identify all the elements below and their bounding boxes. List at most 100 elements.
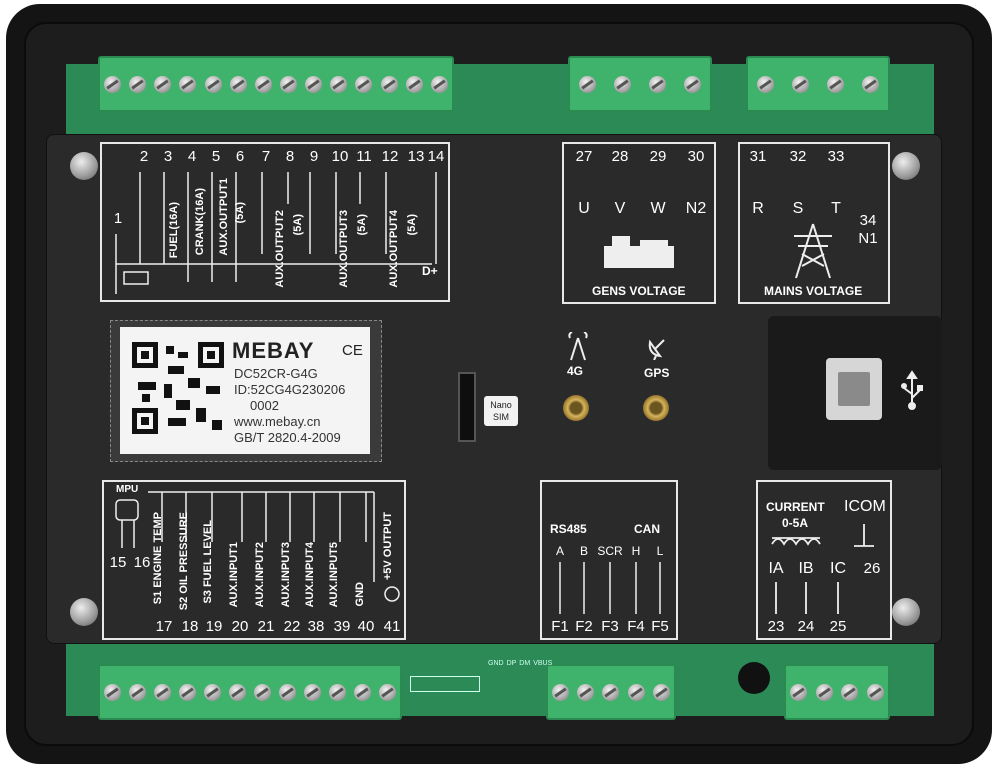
terminal-number: 14 (427, 148, 445, 165)
dplus-label: D+ (422, 264, 438, 278)
corner-screw-icon (70, 598, 98, 626)
terminal-number: 32 (789, 148, 807, 165)
terminal-number: 9 (309, 148, 319, 165)
output-label: AUX.OUTPUT3 (338, 210, 350, 288)
buzzer (738, 662, 770, 694)
terminal-number: 12 (381, 148, 399, 165)
terminal-number: 23 (767, 618, 785, 635)
output-label: (5A) (292, 214, 304, 236)
terminal-number: 3 (163, 148, 173, 165)
terminal-number: 6 (235, 148, 245, 165)
corner-screw-icon (70, 152, 98, 180)
antenna-4g-connector[interactable] (563, 395, 589, 421)
terminal-number: 25 (829, 618, 847, 635)
terminal-number: 22 (283, 618, 301, 635)
terminal-block-current[interactable] (784, 664, 890, 720)
comm-panel: RS485 CAN A B SCR H L F1 F2 F3 F4 F5 (540, 480, 678, 640)
corner-screw-icon (892, 152, 920, 180)
terminal-number: 39 (333, 618, 351, 635)
terminal-block-gens[interactable] (568, 56, 712, 112)
output-diagram: 2 3 4 5 6 7 8 9 10 11 12 13 14 1 FUEL(16… (100, 142, 450, 302)
terminal-number: 15 (109, 554, 127, 571)
nano-sim-tag: Nano SIM (484, 396, 518, 426)
comm-letter: H (631, 544, 641, 558)
output-label: (5A) (406, 214, 418, 236)
sim-slot[interactable] (458, 372, 476, 442)
device-id: ID:52CG4G230206 (234, 382, 346, 397)
terminal-number: 10 (331, 148, 349, 165)
phase-letter: R (752, 200, 764, 217)
terminal-number: 27 (575, 148, 593, 165)
terminal-number: 34 (859, 212, 877, 229)
label-gps: GPS (644, 366, 670, 380)
mpu-label: MPU (116, 484, 139, 495)
current-range: 0-5A (782, 516, 809, 530)
terminal-number: 17 (155, 618, 173, 635)
terminal-number: 28 (611, 148, 629, 165)
phase-letter: N2 (685, 200, 707, 217)
power-tower-icon (794, 223, 832, 279)
terminal-number: 11 (356, 148, 372, 165)
current-title: CURRENT (766, 500, 825, 514)
phase-letter: V (614, 200, 626, 217)
terminal-number: 33 (827, 148, 845, 165)
terminal-number: 1 (113, 210, 123, 227)
comm-letter: L (656, 544, 664, 558)
phase-letter: T (831, 200, 841, 217)
terminal-block-mains[interactable] (746, 56, 890, 112)
ct-coil-icon (771, 524, 874, 614)
input-label: S3 FUEL LEVEL (202, 520, 214, 604)
terminal-number: 18 (181, 618, 199, 635)
rs485-label: RS485 (550, 522, 587, 536)
input-label: S1 ENGINE TEMP (152, 512, 164, 605)
output-label: (5A) (356, 214, 368, 236)
terminal-number: 13 (407, 148, 425, 165)
comm-letter: SCR (597, 544, 623, 558)
phase-letter: N1 (858, 230, 878, 247)
current-letter: IB (798, 560, 814, 577)
comm-pin: F3 (601, 618, 619, 635)
usb-b-port[interactable] (826, 358, 882, 420)
input-label: AUX.INPUT1 (228, 542, 240, 608)
serial-number: 0002 (250, 398, 279, 413)
current-letter: IC (830, 560, 846, 577)
input-label: S2 OIL PRESSURE (178, 512, 190, 611)
brand-logo: MEBAY (232, 338, 315, 363)
current-letter: IA (768, 560, 784, 577)
usb-icon (901, 370, 923, 410)
terminal-number: 31 (749, 148, 767, 165)
terminal-block-comm[interactable] (546, 664, 676, 720)
terminal-block-1-14[interactable] (98, 56, 454, 112)
icom-label: ICOM (844, 498, 886, 515)
pcb-header (410, 676, 480, 692)
comm-letter: B (579, 544, 588, 558)
website: www.mebay.cn (234, 414, 321, 429)
output-label: (5A) (234, 202, 246, 224)
terminal-number: 5 (211, 148, 221, 165)
output-label: CRANK(16A) (194, 188, 206, 256)
terminal-number: 40 (357, 618, 375, 635)
antenna-4g-icon (568, 332, 588, 361)
terminal-number: 2 (139, 148, 149, 165)
terminal-block-15-41[interactable] (98, 664, 402, 720)
terminal-number: 24 (797, 618, 815, 635)
model-number: DC52CR-G4G (234, 366, 318, 381)
inputs-wiring-icon (115, 491, 400, 602)
generator-icon (604, 236, 674, 268)
comm-pin: F1 (551, 618, 569, 635)
terminal-number: 38 (307, 618, 325, 635)
input-label: AUX.INPUT3 (280, 542, 292, 608)
corner-screw-icon (892, 598, 920, 626)
terminal-number: 29 (649, 148, 667, 165)
gens-voltage-title: GENS VOLTAGE (592, 284, 686, 298)
comm-letter: A (555, 544, 564, 558)
phase-letter: U (578, 200, 590, 217)
terminal-number: 4 (187, 148, 197, 165)
antenna-gps-connector[interactable] (643, 395, 669, 421)
can-label: CAN (634, 522, 660, 536)
terminal-number: 19 (205, 618, 223, 635)
output-wiring-icon (115, 172, 437, 294)
input-label: +5V OUTPUT (382, 512, 394, 581)
output-label: AUX.OUTPUT1 (218, 178, 230, 256)
gens-voltage-panel: 27 28 29 30 U V W N2 GENS VOLTAGE (562, 142, 716, 304)
